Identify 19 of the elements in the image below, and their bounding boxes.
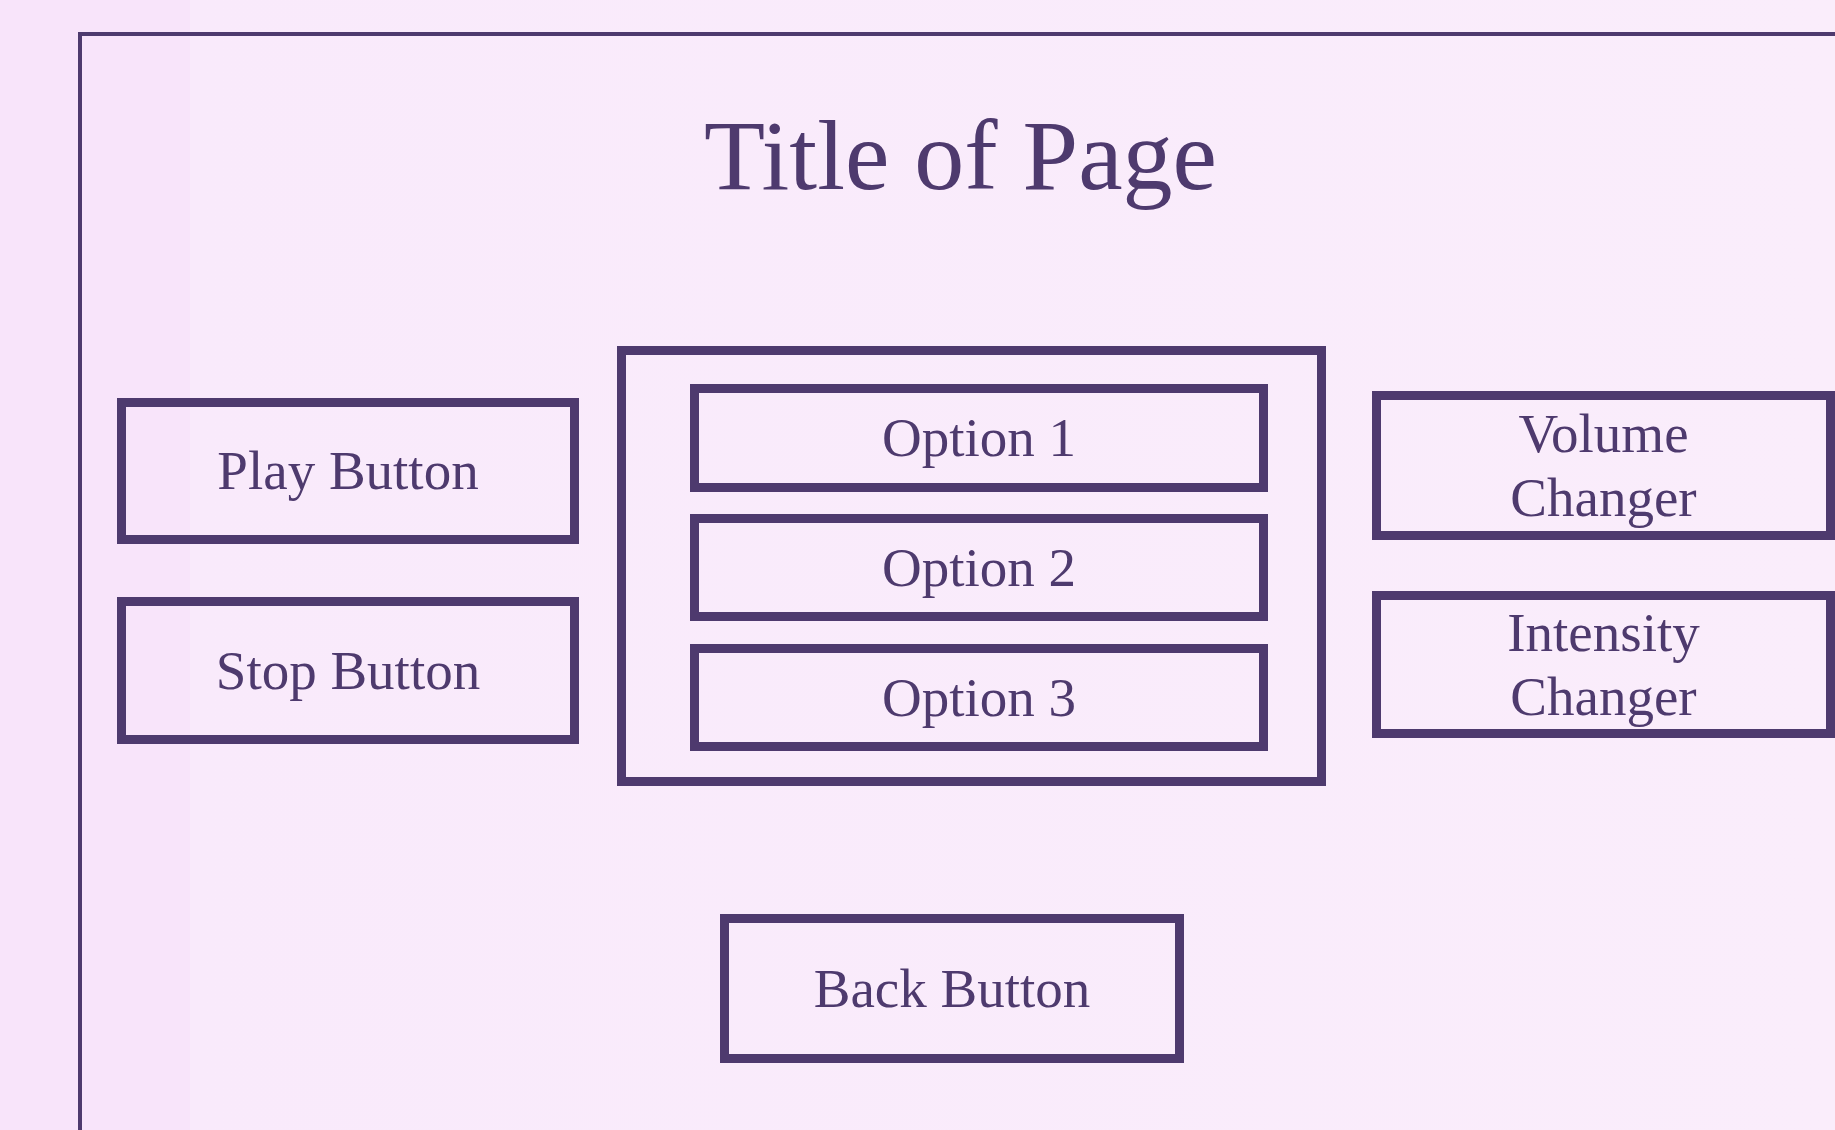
button-box bbox=[1372, 591, 1835, 738]
button-label: Option 1 bbox=[882, 406, 1076, 470]
button-box bbox=[690, 514, 1268, 621]
button-label: Option 2 bbox=[882, 535, 1076, 600]
button-label: Intensity Changer bbox=[1506, 601, 1701, 728]
button-box bbox=[1372, 391, 1835, 540]
button-label: Option 3 bbox=[882, 665, 1076, 730]
page-title: Title of Page bbox=[703, 99, 1218, 213]
button-label: Back Button bbox=[813, 956, 1091, 1021]
button-box bbox=[117, 597, 579, 744]
options-panel bbox=[617, 346, 1326, 786]
button-box bbox=[117, 398, 579, 544]
button-box bbox=[690, 384, 1268, 492]
button-label: Stop Button bbox=[215, 638, 481, 703]
page-frame bbox=[78, 32, 1835, 1130]
button-label: Play Button bbox=[217, 439, 479, 503]
button-label: Volume Changer bbox=[1509, 402, 1698, 529]
button-box bbox=[690, 644, 1268, 751]
button-box bbox=[720, 914, 1184, 1063]
